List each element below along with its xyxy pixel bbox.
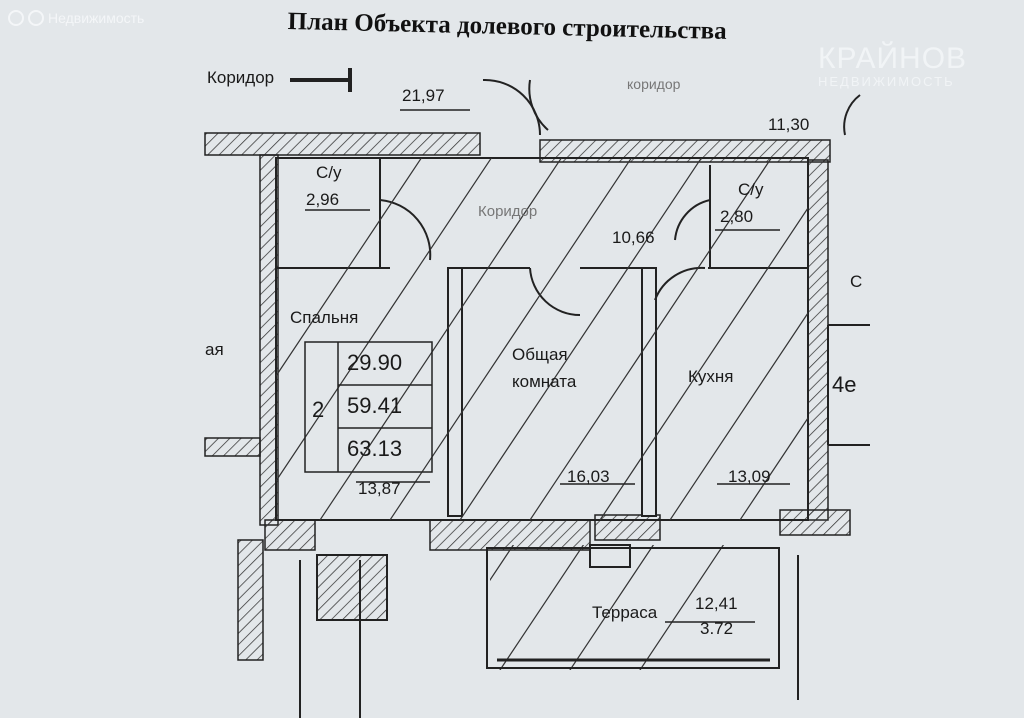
total-area-value: 59.41 (347, 393, 403, 418)
total-with-terrace-value: 63.13 (347, 436, 403, 461)
rooms-count: 2 (312, 397, 325, 422)
corridor-top-right-label: коридор (627, 76, 681, 92)
living-area-value: 29.90 (347, 350, 403, 375)
bedroom-label: Спальня (290, 308, 359, 327)
right-fragment-label-1: С (850, 272, 863, 291)
corridor-area: 21,97 (402, 86, 445, 105)
corridor-inner-label: Коридор (478, 203, 538, 220)
circle-logo-icon (28, 10, 44, 26)
left-fragment-label: ая (205, 340, 224, 359)
terrace-reduced-area: 3.72 (700, 619, 734, 638)
bath2-area: 2,80 (720, 207, 754, 226)
yandex-watermark: Недвижимость (8, 10, 144, 26)
brand-watermark-sub: НЕДВИЖИМОСТЬ (818, 74, 955, 89)
living-room-label-1: Общая (512, 345, 568, 364)
living-room-label-2: комната (512, 372, 577, 391)
kitchen-label: Кухня (688, 367, 734, 386)
yandex-logo-icon (8, 10, 24, 26)
bath1-area: 2,96 (306, 190, 340, 209)
living-room-area: 16,03 (567, 467, 610, 486)
bath2-label: С/у (738, 180, 764, 199)
terrace-area: 12,41 (695, 594, 738, 613)
brand-watermark: КРАЙНОВ (818, 42, 968, 75)
kitchen-area: 13,09 (728, 467, 771, 486)
terrace-label: Терраса (592, 603, 658, 622)
yandex-watermark-text: Недвижимость (48, 10, 145, 26)
corridor-top-left-label: Коридор (207, 68, 275, 87)
right-fragment-label-2: 4е (832, 372, 857, 397)
bath1-label: С/у (316, 163, 342, 182)
bedroom-area: 13,87 (358, 479, 401, 498)
area-top-right: 11,30 (768, 115, 810, 134)
corridor-inner-area: 10,66 (612, 228, 655, 247)
